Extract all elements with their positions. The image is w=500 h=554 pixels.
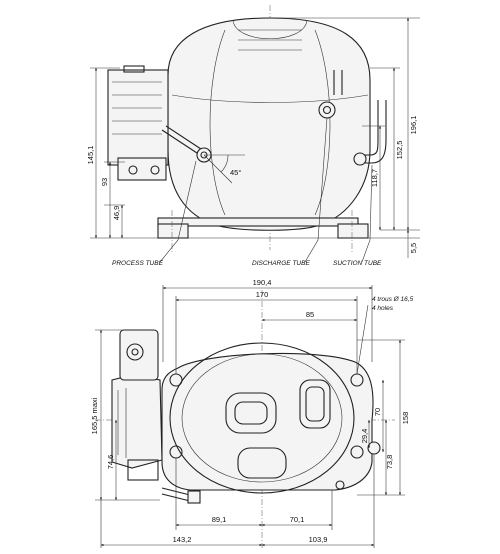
dim-right-offset: 70,1 — [290, 515, 305, 524]
dim-right-depth: 73,8 — [385, 455, 394, 470]
dim-left-width: 143,2 — [173, 535, 192, 544]
suction-fitting-top — [367, 441, 381, 455]
dim-suction-height: 152,5 — [395, 141, 404, 160]
tube-labels: PROCESS TUBE DISCHARGE TUBE SUCTION TUBE — [112, 117, 382, 267]
dim-mount-width: 170 — [256, 290, 269, 299]
terminal-box — [107, 65, 169, 181]
dim-process-height: 46,9 — [112, 206, 121, 221]
angle-label: 45° — [230, 168, 241, 177]
top-terminal-box — [111, 329, 163, 481]
dim-left-offset: 89,1 — [212, 515, 227, 524]
dim-right-width: 103,9 — [309, 535, 328, 544]
base-plate — [157, 217, 359, 227]
mount-hole-br — [350, 445, 364, 459]
dim-max-depth: 165,5 maxi — [90, 397, 99, 434]
discharge-tube-fitting — [318, 101, 336, 119]
dim-suction-offset: 29,4 — [360, 429, 369, 444]
process-tube-label: PROCESS TUBE — [112, 260, 164, 267]
dim-hole-spacing: 70 — [373, 408, 382, 416]
top-view — [95, 290, 395, 548]
holes-note-en: 4 holes — [372, 305, 394, 312]
dim-overall-height: 196,1 — [409, 116, 418, 135]
dim-base-offset: 5,5 — [409, 243, 418, 253]
dim-left-height: 145,1 — [86, 146, 95, 165]
dim-overall-width: 190,4 — [253, 278, 272, 287]
suction-tube-label: SUCTION TUBE — [333, 260, 382, 267]
holes-note-fr: 4 trous Ø 16,5 — [372, 296, 414, 303]
top-shell — [169, 342, 355, 494]
dim-mount-depth: 158 — [401, 412, 410, 425]
dim-left-depth: 74,6 — [106, 455, 115, 470]
suction-tube — [355, 100, 379, 156]
dim-terminal-height: 93 — [100, 178, 109, 186]
front-view: 45° — [90, 5, 420, 252]
discharge-tube-label: DISCHARGE TUBE — [252, 260, 310, 267]
top-view-dimensions: 190,4 170 85 4 trous Ø 16,5 4 holes 165,… — [90, 278, 414, 548]
dim-center-spacing: 85 — [306, 310, 314, 319]
dim-suction-center: 118,7 — [370, 169, 379, 187]
front-view-dimensions: 196,1 152,5 118,7 5,5 145,1 93 46,9 — [86, 17, 418, 258]
